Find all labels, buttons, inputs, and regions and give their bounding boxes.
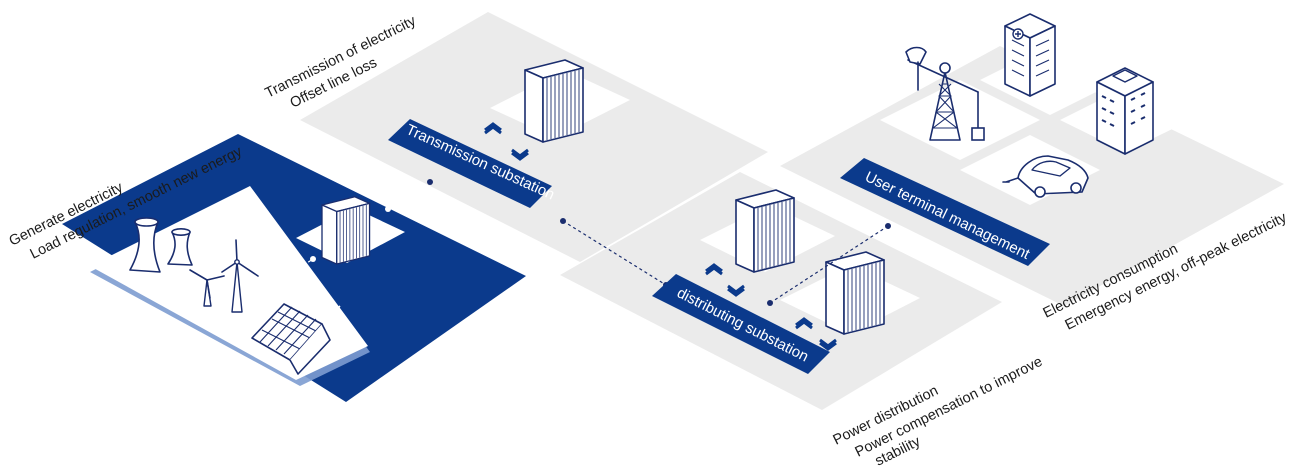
generation-connector	[270, 181, 431, 288]
oil-pump-icon	[905, 46, 985, 141]
solar-panel-icon	[251, 303, 331, 375]
transmission-box-icon	[524, 59, 584, 143]
distribution-box-icon	[735, 189, 795, 273]
sun-icon	[323, 303, 343, 323]
substation-box-icon	[321, 196, 371, 265]
electric-car-icon	[1002, 155, 1089, 198]
wind-turbine-icon	[189, 239, 259, 313]
office-building-icon	[1096, 67, 1154, 155]
cooling-tower-icon	[129, 217, 193, 273]
distribution-box-icon-2	[825, 251, 885, 335]
hospital-icon	[1004, 13, 1056, 97]
distribution-to-user-connector	[767, 223, 891, 306]
distribution-plate	[560, 172, 1002, 410]
